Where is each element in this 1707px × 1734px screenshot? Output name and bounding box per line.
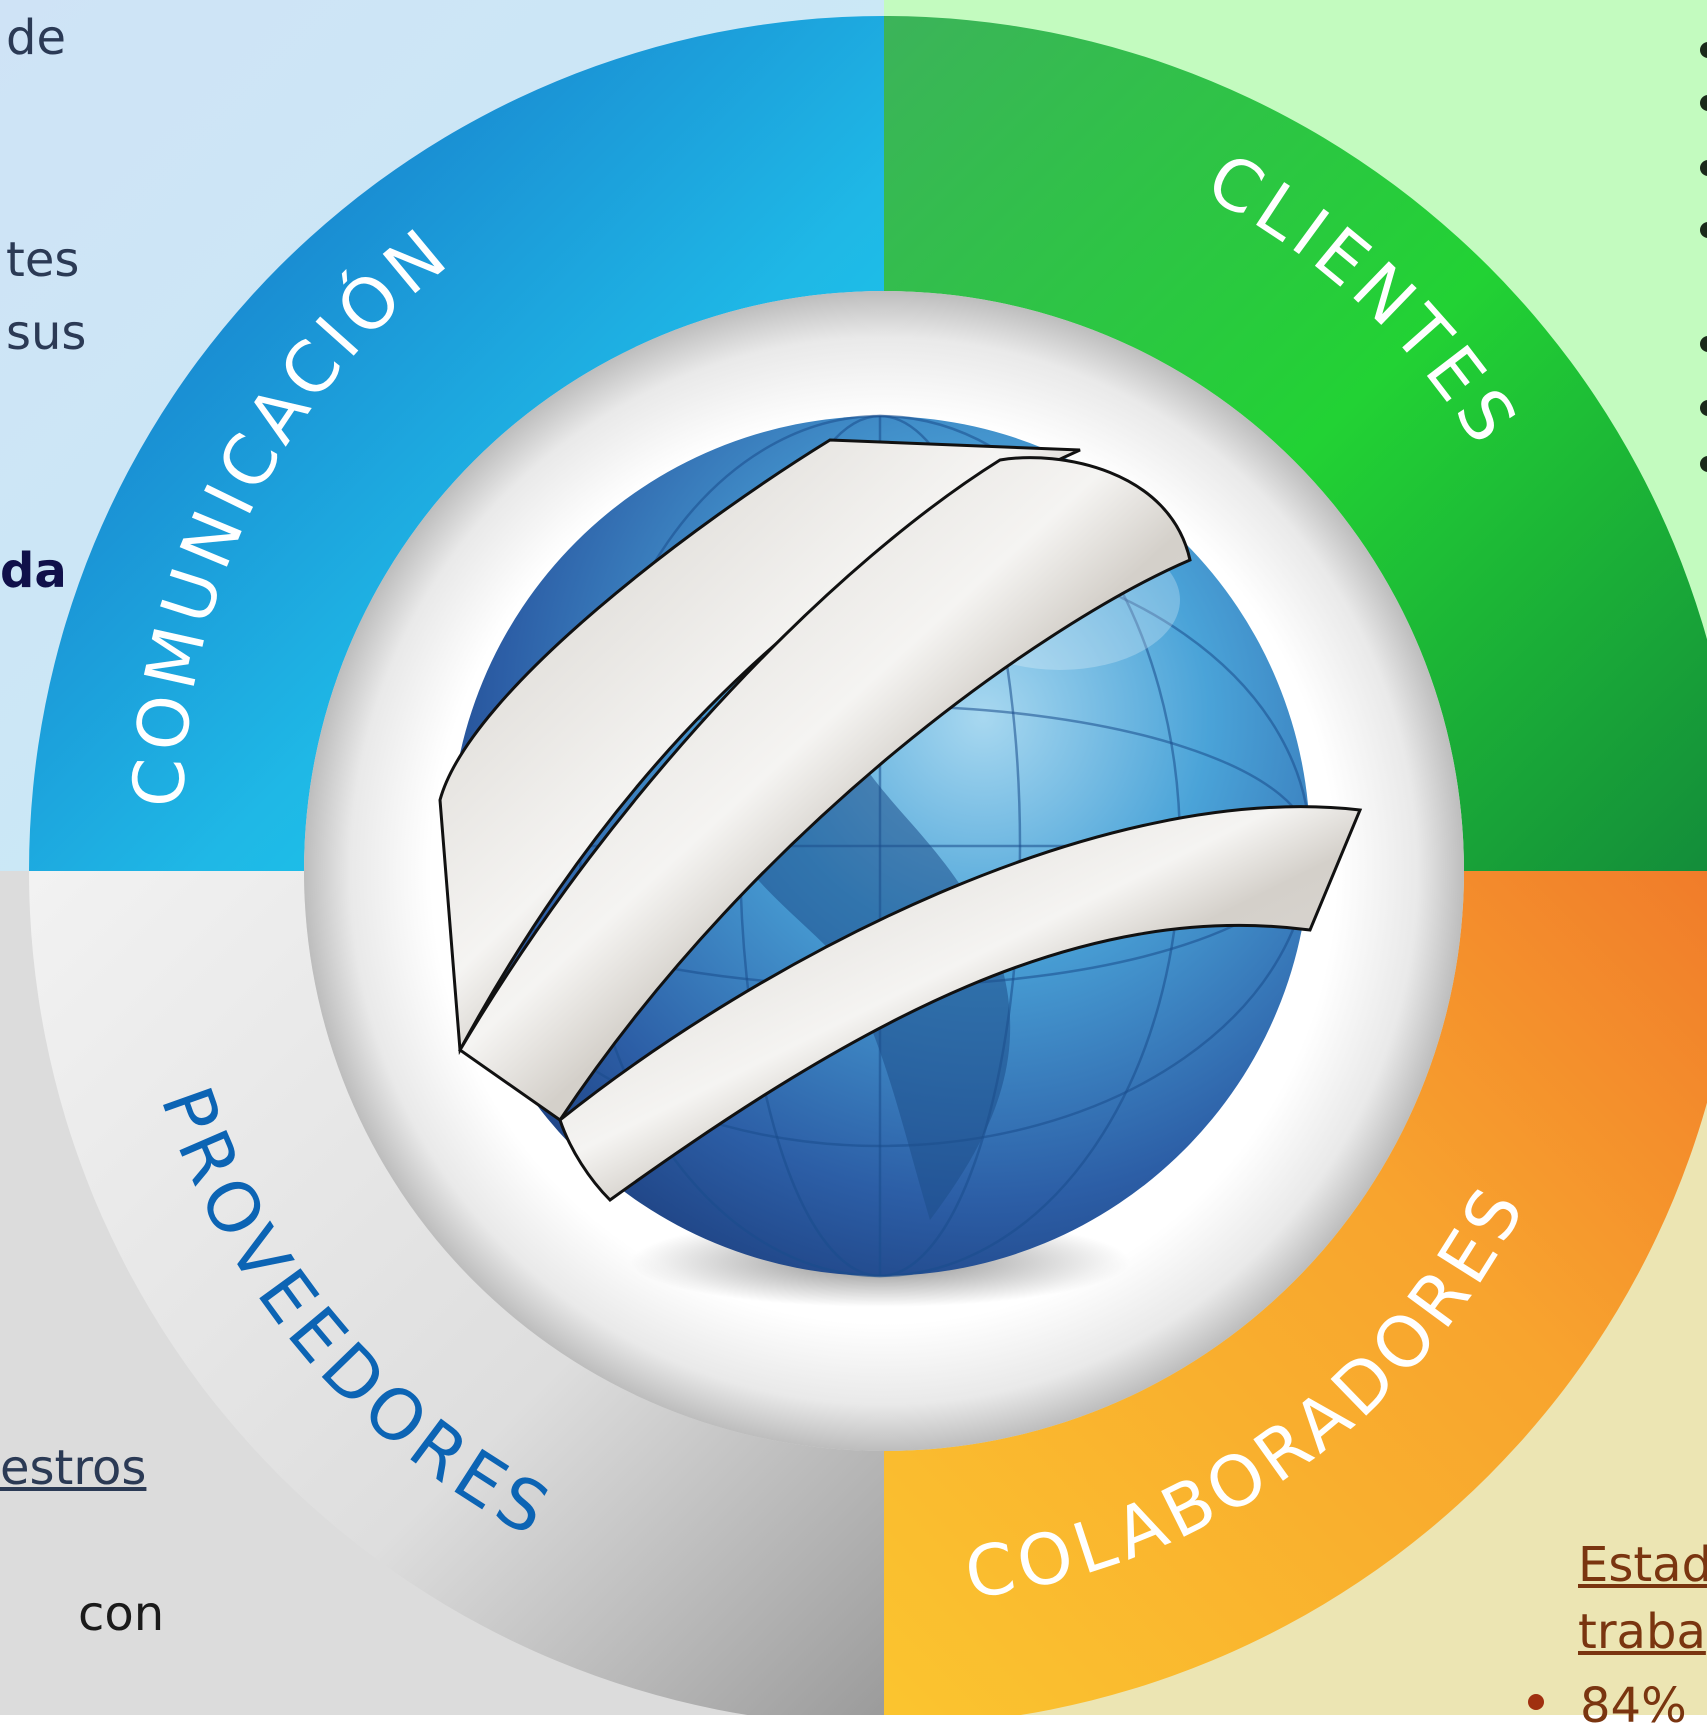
bullet-marker [1700,160,1707,176]
bullet-marker [1528,1694,1544,1710]
bullet-marker [1700,400,1707,416]
bullet-marker [1700,336,1707,352]
text-fragment: tes [6,232,80,288]
text-fragment: traba [1578,1604,1706,1660]
segment-proveedores [29,871,884,1715]
text-fragment: Estad [1578,1537,1707,1593]
bullet-marker [1700,222,1707,238]
text-fragment: estros [0,1440,147,1496]
bullet-marker [1700,456,1707,472]
segment-colaboradores [884,871,1707,1715]
text-fragment: da [0,543,67,599]
bullet-marker [1700,95,1707,111]
segment-clientes [884,16,1707,871]
text-fragment: de [6,10,66,66]
ribbon-band [438,438,1363,1202]
segment-comunicacion [29,16,884,871]
text-fragment: con [78,1586,165,1642]
text-fragment: sus [6,305,87,361]
bullet-marker [1700,42,1707,58]
